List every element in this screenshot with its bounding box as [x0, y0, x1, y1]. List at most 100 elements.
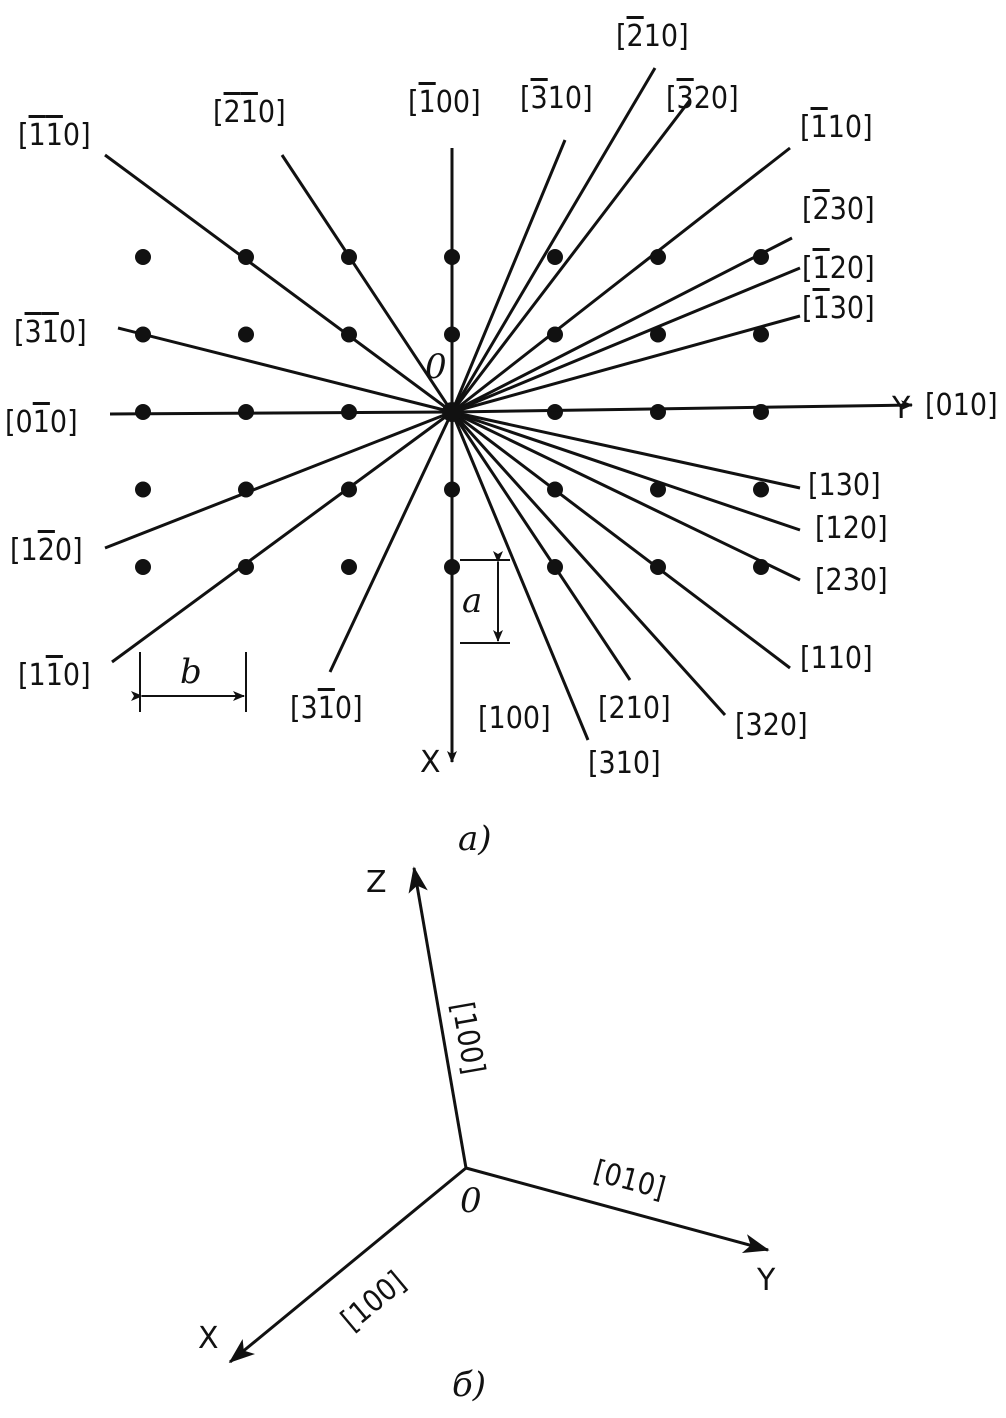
origin-label: 0 — [425, 347, 447, 387]
x-axis-label: X — [420, 745, 441, 780]
coordinate-axes-diagram: Z Y X 0 [100] [010] [100] б) — [198, 865, 776, 1405]
direction-label: [100] — [408, 85, 481, 120]
lattice-point — [238, 326, 254, 343]
direction-ray — [451, 314, 801, 414]
lattice-point — [238, 559, 254, 575]
direction-ray — [450, 99, 692, 413]
dimension-a-label: a — [462, 581, 482, 621]
lattice-point — [341, 404, 357, 420]
z-direction-label: [100] — [444, 999, 491, 1077]
lattice-point — [753, 559, 769, 575]
lattice-point — [238, 481, 254, 498]
y-axis-label: Y — [891, 391, 911, 426]
direction-ray — [104, 410, 453, 550]
lattice-plane-diagram: 0 X Y a b [110] [210] [100] [310] [210] [320]… — [5, 19, 998, 859]
lattice-point — [238, 404, 254, 420]
direction-ray — [451, 146, 791, 414]
direction-label: [230] — [815, 563, 888, 598]
direction-label: [210] — [598, 691, 671, 726]
direction-label: [320] — [735, 708, 808, 743]
lattice-point — [547, 326, 563, 343]
direction-label: [110] — [18, 118, 91, 153]
direction-ray — [109, 410, 453, 416]
direction-ray — [450, 67, 657, 413]
dimension-b-label: b — [180, 652, 202, 692]
z-axis-arrow — [408, 866, 468, 1169]
direction-label: [130] — [802, 291, 875, 326]
lattice-point — [547, 481, 563, 498]
direction-ray — [451, 410, 801, 582]
direction-ray — [280, 154, 454, 413]
direction-label: [320] — [666, 81, 739, 116]
direction-label: [120] — [10, 533, 83, 568]
lattice-point — [753, 326, 769, 343]
direction-label: [120] — [802, 251, 875, 286]
direction-ray — [450, 139, 567, 413]
lattice-point — [135, 481, 151, 498]
lattice-point — [444, 249, 460, 265]
direction-label: [010] — [5, 405, 78, 440]
z-axis-label: Z — [366, 865, 387, 900]
lattice-point — [650, 326, 666, 343]
direction-label: [110] — [800, 641, 873, 676]
direction-labels: [110] [210] [100] [310] [210] [320] [110] [230]… — [5, 19, 998, 781]
direction-label: [310] — [14, 315, 87, 350]
direction-ray — [451, 266, 801, 414]
direction-label: [100] — [478, 701, 551, 736]
x-axis-label-b: X — [198, 1321, 219, 1356]
direction-label: [230] — [802, 192, 875, 227]
direction-label: [310] — [290, 691, 363, 726]
direction-rays — [104, 67, 801, 741]
lattice-points — [135, 249, 769, 575]
y-axis-label-b: Y — [756, 1263, 776, 1298]
direction-label: [310] — [520, 81, 593, 116]
caption-a: a) — [458, 819, 492, 859]
lattice-point — [341, 326, 357, 343]
direction-ray — [328, 411, 454, 673]
origin-point — [442, 402, 462, 422]
direction-ray — [117, 326, 453, 414]
direction-ray — [451, 410, 791, 670]
lattice-point — [341, 481, 357, 498]
direction-label: [120] — [815, 511, 888, 546]
direction-ray — [451, 236, 793, 414]
lattice-point — [238, 249, 254, 265]
lattice-point — [650, 404, 666, 420]
origin-label-b: 0 — [460, 1181, 482, 1221]
lattice-point — [650, 559, 666, 575]
dimension-b: b — [131, 652, 247, 712]
direction-label: [010] — [925, 388, 998, 423]
direction-ray — [451, 410, 801, 532]
direction-label: [210] — [213, 95, 286, 130]
x-axis-arrow-b — [228, 1166, 467, 1364]
lattice-point — [753, 481, 769, 498]
lattice-point — [444, 326, 460, 343]
caption-b: б) — [452, 1365, 486, 1405]
direction-ray — [450, 410, 727, 717]
lattice-point — [547, 559, 563, 575]
lattice-point — [135, 326, 151, 343]
lattice-point — [547, 404, 563, 420]
direction-label: [130] — [808, 468, 881, 503]
lattice-point — [650, 249, 666, 265]
direction-ray — [450, 411, 590, 741]
direction-label: [110] — [800, 110, 873, 145]
x-direction-label: [100] — [335, 1265, 413, 1338]
lattice-point — [341, 249, 357, 265]
y-direction-label: [010] — [590, 1154, 669, 1207]
direction-ray — [451, 410, 801, 490]
y-axis-arrow — [451, 400, 913, 414]
lattice-point — [135, 249, 151, 265]
lattice-point — [547, 249, 563, 265]
y-axis-arrow-b — [465, 1166, 770, 1254]
lattice-point — [341, 559, 357, 575]
direction-label: [210] — [616, 19, 689, 54]
lattice-point — [135, 404, 151, 420]
lattice-point — [753, 249, 769, 265]
direction-ray — [104, 153, 453, 414]
direction-ray — [450, 411, 632, 681]
lattice-point — [650, 481, 666, 498]
direction-label: [110] — [18, 658, 91, 693]
